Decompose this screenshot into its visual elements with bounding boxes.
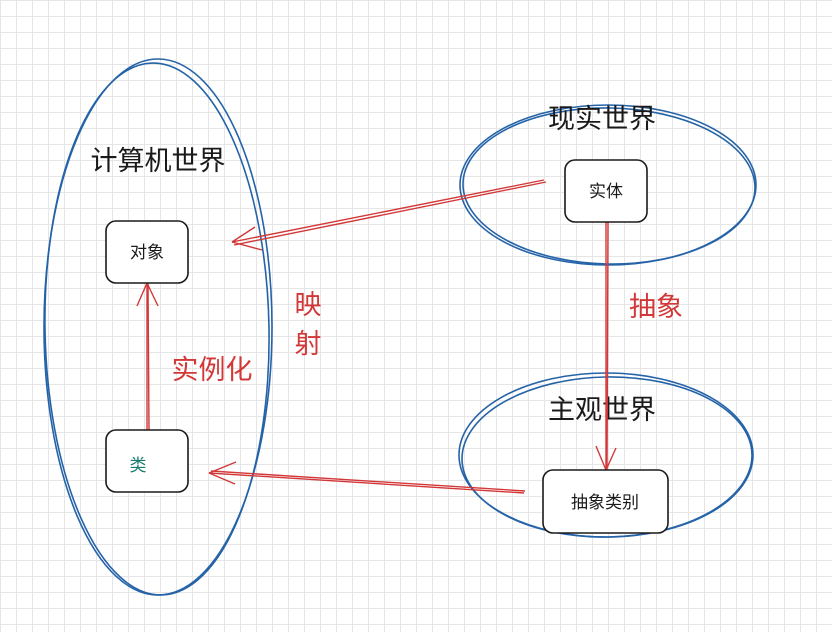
computer-world-title: 计算机世界 [91, 146, 226, 177]
class-node: 类 [105, 429, 189, 493]
mapping-arrow-entity-to-object [231, 179, 547, 251]
instantiation-arrow-class-to-object [136, 282, 159, 431]
object-label: 对象 [130, 243, 164, 263]
entity-label: 实体 [589, 182, 623, 202]
class-label: 类 [130, 456, 147, 476]
object-node: 对象 [105, 220, 189, 284]
instantiation-label: 实例化 [172, 355, 253, 386]
mapping-label-line1: 映 [295, 290, 322, 321]
abstraction-label: 抽象 [629, 292, 683, 323]
real-world-title: 现实世界 [548, 104, 656, 135]
abstract-category-node: 抽象类别 [542, 469, 669, 534]
abstraction-arrow-entity-to-category [595, 221, 617, 471]
entity-node: 实体 [564, 159, 648, 223]
mapping-label-line2: 射 [295, 329, 322, 360]
computer-world-ellipse [43, 58, 273, 596]
subjective-world-title: 主观世界 [548, 395, 656, 426]
mapping-arrow-category-to-class [208, 461, 526, 494]
abstract-category-label: 抽象类别 [571, 493, 639, 513]
